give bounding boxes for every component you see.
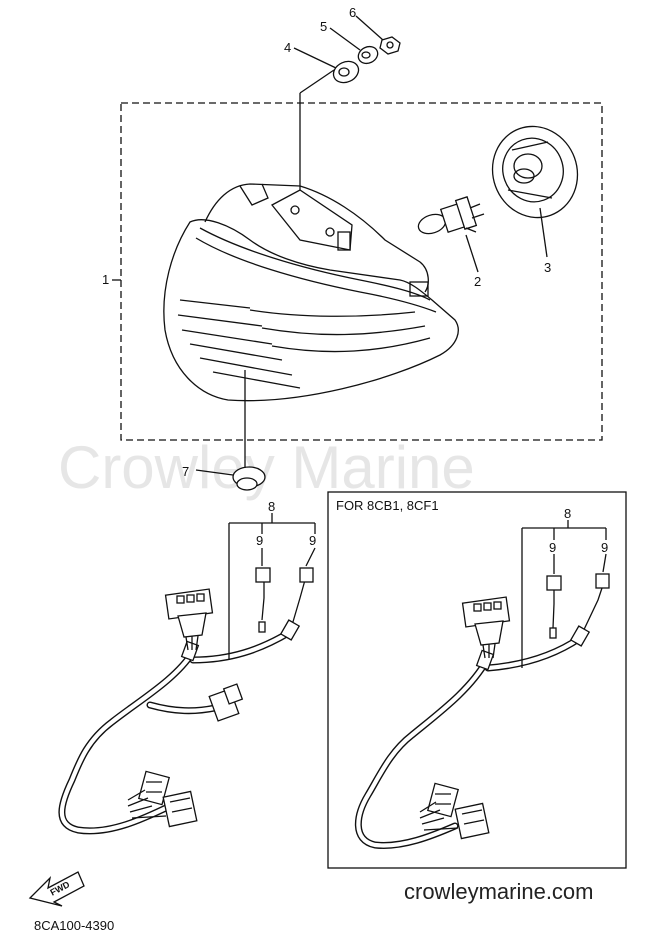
callout-9-right-a: 9	[549, 540, 556, 555]
leader-lines-upper	[112, 15, 548, 476]
callout-2: 2	[474, 274, 481, 289]
callout-1: 1	[102, 272, 109, 287]
grommet-part-7[interactable]	[232, 466, 266, 491]
variant-box	[327, 491, 627, 869]
headlight-housing[interactable]	[163, 183, 459, 402]
callout-4: 4	[284, 40, 291, 55]
wire-harness-right[interactable]	[354, 573, 610, 849]
collar-part-5[interactable]	[356, 44, 381, 67]
callout-8-right: 8	[564, 506, 571, 521]
forward-direction-arrow: FWD	[28, 871, 85, 907]
callout-5: 5	[320, 19, 327, 34]
callout-9-right-b: 9	[601, 540, 608, 555]
callout-9-left-a: 9	[256, 533, 263, 548]
callout-8-left: 8	[268, 499, 275, 514]
callout-3: 3	[544, 260, 551, 275]
callout-7: 7	[182, 464, 189, 479]
leader-lines-right-harness	[521, 520, 607, 668]
callout-9-left-b: 9	[309, 533, 316, 548]
nut-part-6[interactable]	[379, 36, 401, 55]
wire-harness-left[interactable]	[58, 567, 314, 835]
variant-note: FOR 8CB1, 8CF1	[336, 498, 439, 513]
bulb-cover[interactable]	[480, 114, 590, 229]
watermark-text: Crowley Marine	[58, 434, 475, 501]
headlight-assembly-boundary	[120, 102, 603, 441]
headlight-bulb[interactable]	[416, 196, 485, 237]
grommet-part-4[interactable]	[330, 57, 362, 86]
callout-6: 6	[349, 5, 356, 20]
website-text: crowleymarine.com	[404, 879, 594, 904]
diagram-code: 8CA100-4390	[34, 918, 114, 933]
leader-lines-left-harness	[228, 513, 316, 660]
